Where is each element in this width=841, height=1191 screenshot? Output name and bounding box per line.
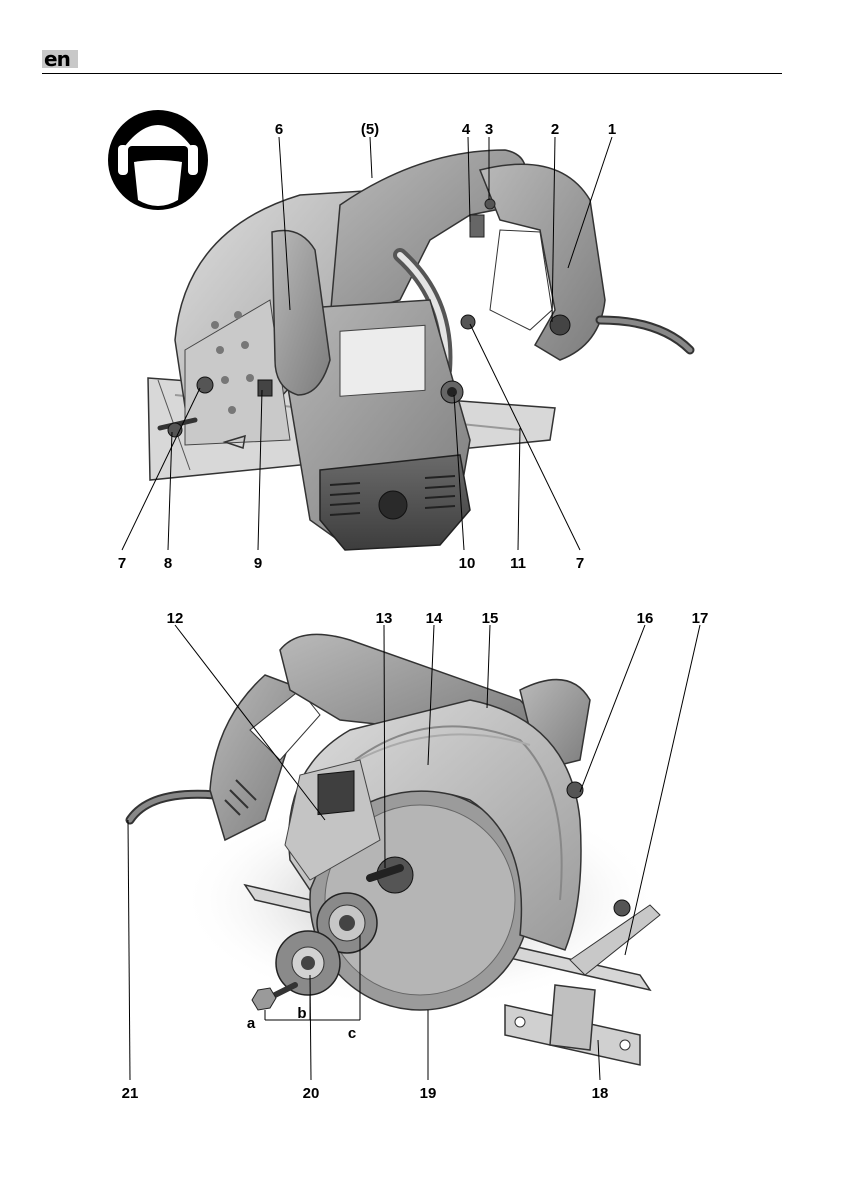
callout-12: 12: [167, 610, 184, 627]
callout-20: 20: [303, 1085, 320, 1102]
callout-10: 10: [459, 555, 476, 572]
callout-17: 17: [692, 610, 709, 627]
callout-c: c: [348, 1025, 356, 1042]
callout-b: b: [297, 1005, 306, 1022]
callout-2: 2: [551, 121, 559, 138]
callout-a: a: [247, 1015, 256, 1032]
callout-1: 1: [608, 121, 616, 138]
callout-6: 6: [275, 121, 283, 138]
callout-4: 4: [462, 121, 471, 138]
callout-13: 13: [376, 610, 393, 627]
callout-7-right: 7: [576, 555, 584, 572]
callout-18: 18: [592, 1085, 609, 1102]
saw-top-view: [148, 150, 690, 550]
callout-5: (5): [361, 121, 379, 138]
callout-11: 11: [510, 555, 526, 572]
callout-15: 15: [482, 610, 499, 627]
callout-21: 21: [122, 1085, 139, 1102]
eye-and-ear-protection-icon: [108, 110, 208, 210]
callout-16: 16: [637, 610, 654, 627]
callout-7-left: 7: [118, 555, 126, 572]
callout-3: 3: [485, 121, 493, 138]
callout-8: 8: [164, 555, 172, 572]
callout-14: 14: [426, 610, 443, 627]
callout-19: 19: [420, 1085, 437, 1102]
saw-bottom-view: [130, 634, 660, 1065]
callout-9: 9: [254, 555, 262, 572]
